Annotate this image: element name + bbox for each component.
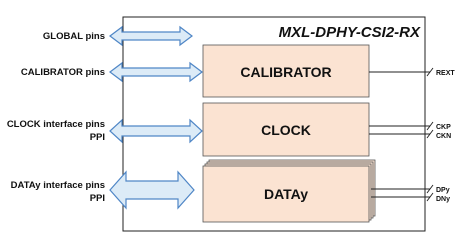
data-block bbox=[202, 165, 370, 223]
clock-block-label: CLOCK bbox=[261, 122, 311, 138]
calibrator-block bbox=[202, 44, 370, 98]
module-title: MXL-DPHY-CSI2-RX bbox=[279, 24, 421, 41]
data-pins-arrow bbox=[109, 170, 195, 210]
ckn-label: CKN bbox=[436, 133, 451, 140]
clock-ppi-label: PPI bbox=[90, 132, 105, 143]
ckp-tick bbox=[426, 121, 434, 131]
global-pins-arrow bbox=[109, 25, 193, 47]
dp-tick bbox=[426, 184, 434, 194]
ckp-label: CKP bbox=[436, 124, 451, 131]
calibrator-block-label: CALIBRATOR bbox=[240, 64, 331, 80]
dn-tick bbox=[426, 192, 434, 202]
clock-pins-label: CLOCK interface pins bbox=[7, 119, 105, 130]
dn-label: DNy bbox=[436, 196, 450, 203]
calibrator-pins-label: CALIBRATOR pins bbox=[21, 67, 105, 78]
data-ppi-label: PPI bbox=[90, 193, 105, 204]
ckn-tick bbox=[426, 129, 434, 139]
rext-label: REXT bbox=[436, 70, 455, 77]
calibrator-pins-arrow bbox=[109, 61, 203, 83]
data-block-label: DATAy bbox=[264, 186, 308, 202]
clock-pins-arrow bbox=[109, 118, 203, 144]
global-pins-label: GLOBAL pins bbox=[43, 31, 105, 42]
clock-block bbox=[202, 102, 370, 157]
dp-label: DPy bbox=[436, 187, 450, 194]
data-pins-label: DATAy interface pins bbox=[11, 180, 105, 191]
rext-tick bbox=[426, 67, 434, 77]
